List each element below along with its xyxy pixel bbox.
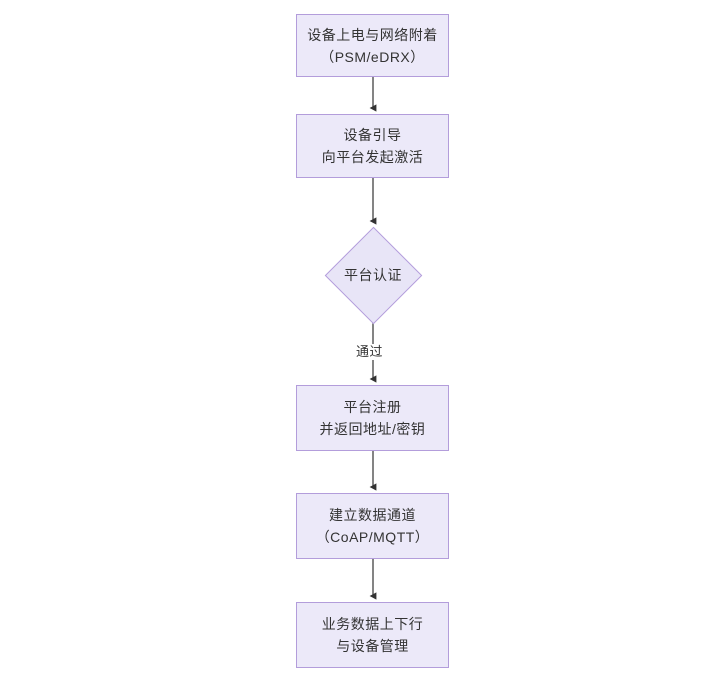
node-text-line2: （PSM/eDRX） — [320, 48, 425, 65]
node-text-line1: 平台认证 — [344, 267, 402, 283]
node-text-line2: 与设备管理 — [336, 638, 409, 654]
node-text-line1: 平台注册 — [343, 399, 402, 415]
node-text-line1: 业务数据上下行 — [321, 616, 424, 632]
edge-label-pass: 通过 — [355, 344, 385, 360]
node-business-data-uplink-downlink-device-management[interactable]: 业务数据上下行 与设备管理 — [296, 602, 449, 668]
node-platform-registration-return-address-key[interactable]: 平台注册 并返回地址/密钥 — [296, 385, 449, 451]
node-text-line2: 向平台发起激活 — [321, 149, 424, 165]
node-text-line1: 建立数据通道 — [329, 507, 416, 523]
node-establish-data-channel[interactable]: 建立数据通道 （CoAP/MQTT） — [296, 493, 449, 559]
node-device-bootstrap-activation[interactable]: 设备引导 向平台发起激活 — [296, 114, 449, 178]
node-power-on-network-attach[interactable]: 设备上电与网络附着 （PSM/eDRX） — [296, 14, 449, 77]
node-text-line1: 设备引导 — [343, 127, 402, 143]
node-text-line1: 设备上电与网络附着 — [307, 26, 438, 43]
node-text-line2: 并返回地址/密钥 — [319, 421, 426, 437]
node-text-line2: （CoAP/MQTT） — [315, 529, 430, 545]
node-platform-authentication[interactable]: 平台认证 — [324, 226, 422, 324]
